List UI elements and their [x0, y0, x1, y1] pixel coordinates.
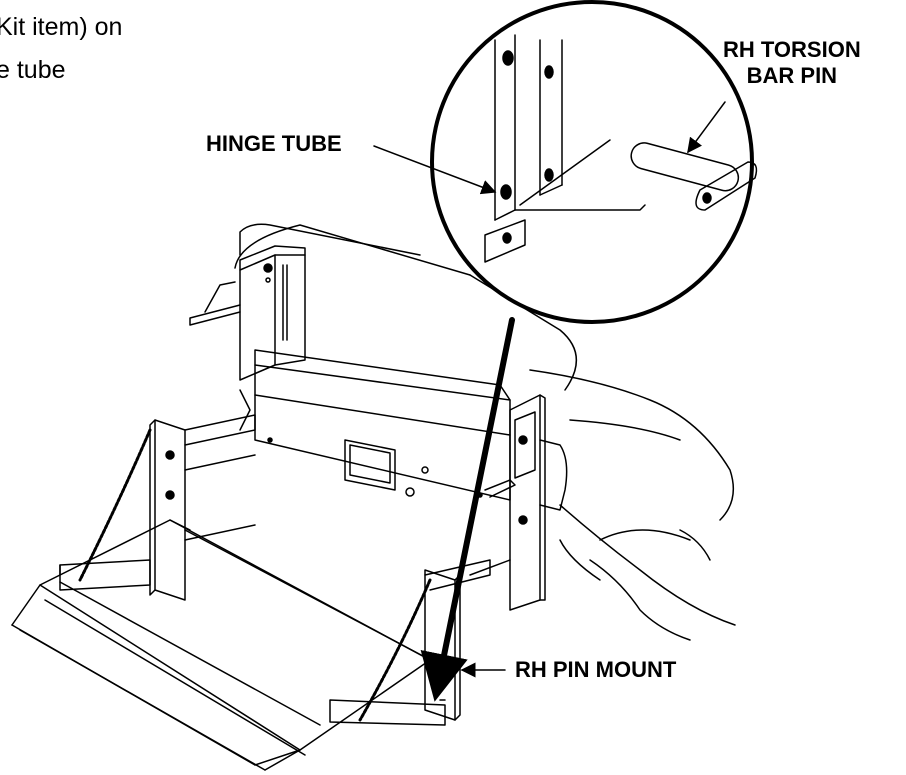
rh-torsion-bar-pin-label-line-2: BAR PIN — [746, 63, 838, 88]
vehicle-body — [234, 223, 736, 641]
page-text-line-2: e tube — [0, 56, 66, 84]
chains — [78, 428, 432, 722]
detail-circle-contents — [484, 34, 758, 263]
main-frame — [254, 349, 511, 501]
detail-circle — [430, 0, 754, 324]
rh-pin-mount-label: RH PIN MOUNT — [515, 657, 677, 682]
hinge-tube-label: HINGE TUBE — [206, 131, 342, 156]
page-text-line-1: Kit item) on — [0, 13, 123, 41]
platform-sides — [59, 414, 491, 726]
left-stanchion — [189, 245, 306, 431]
platform-deck — [11, 519, 441, 771]
rh-torsion-bar-pin-label-line-1: RH TORSION — [723, 37, 861, 62]
leader-lines — [373, 101, 726, 678]
detail-pointer-arrow — [420, 317, 515, 702]
rh-torsion-bar-pin-label: RH TORSION BAR PIN — [723, 37, 861, 89]
right-stanchion — [469, 394, 568, 611]
